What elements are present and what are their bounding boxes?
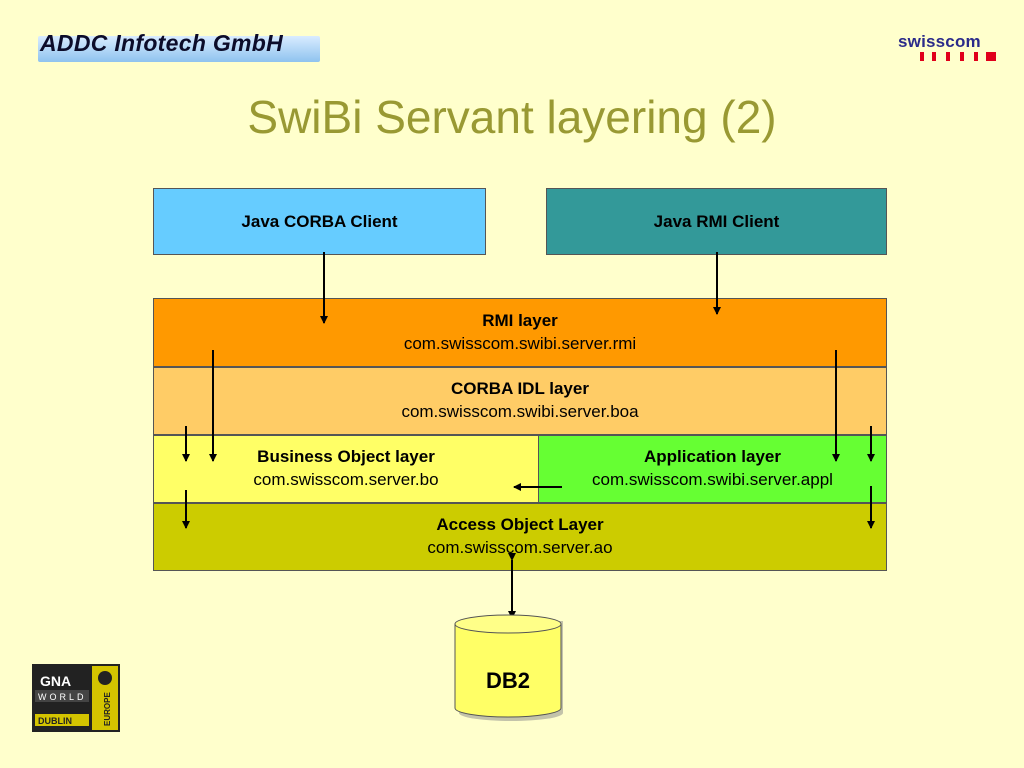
addc-logo-bar (38, 36, 320, 62)
java-corba-client-box: Java CORBA Client (153, 188, 486, 255)
gna-world-dublin-badge: GNA WORLD DUBLIN EUROPE (32, 664, 120, 732)
business-object-layer-name: Business Object layer (257, 447, 435, 466)
rmi-layer-box: RMI layer com.swisscom.swibi.server.rmi (153, 298, 887, 367)
corba-idl-layer-box: CORBA IDL layer com.swisscom.swibi.serve… (153, 367, 887, 435)
application-layer-box: Application layer com.swisscom.swibi.ser… (538, 435, 887, 503)
access-object-layer-package: com.swisscom.server.ao (427, 538, 613, 557)
db2-cylinder (454, 614, 563, 721)
java-rmi-client-box: Java RMI Client (546, 188, 887, 255)
business-object-layer-box: Business Object layer com.swisscom.serve… (153, 435, 539, 503)
addc-logo: ADDC Infotech GmbH (38, 30, 320, 64)
swisscom-logo-text: swisscom (898, 32, 981, 51)
java-rmi-client-label: Java RMI Client (653, 212, 780, 231)
db2-label: DB2 (485, 668, 530, 693)
business-object-layer-package: com.swisscom.server.bo (253, 470, 439, 489)
corba-idl-layer-name: CORBA IDL layer (451, 379, 589, 398)
badge-middle: WORLD (38, 692, 87, 702)
badge-bottom: DUBLIN (38, 716, 72, 726)
corba-idl-layer-package: com.swisscom.swibi.server.boa (401, 402, 639, 421)
badge-top: GNA (40, 673, 71, 689)
rmi-layer-name: RMI layer (482, 311, 558, 330)
swisscom-logo: swisscom (898, 32, 998, 62)
rmi-layer-package: com.swisscom.swibi.server.rmi (403, 334, 637, 353)
addc-logo-text: ADDC Infotech GmbH (40, 30, 284, 56)
access-object-layer-box: Access Object Layer com.swisscom.server.… (153, 503, 887, 571)
access-object-layer-name: Access Object Layer (436, 515, 604, 534)
application-layer-name: Application layer (644, 447, 781, 466)
page-title: SwiBi Servant layering (2) (247, 91, 777, 143)
badge-side: EUROPE (103, 692, 112, 726)
java-corba-client-label: Java CORBA Client (241, 212, 398, 231)
application-layer-package: com.swisscom.swibi.server.appl (592, 470, 833, 489)
